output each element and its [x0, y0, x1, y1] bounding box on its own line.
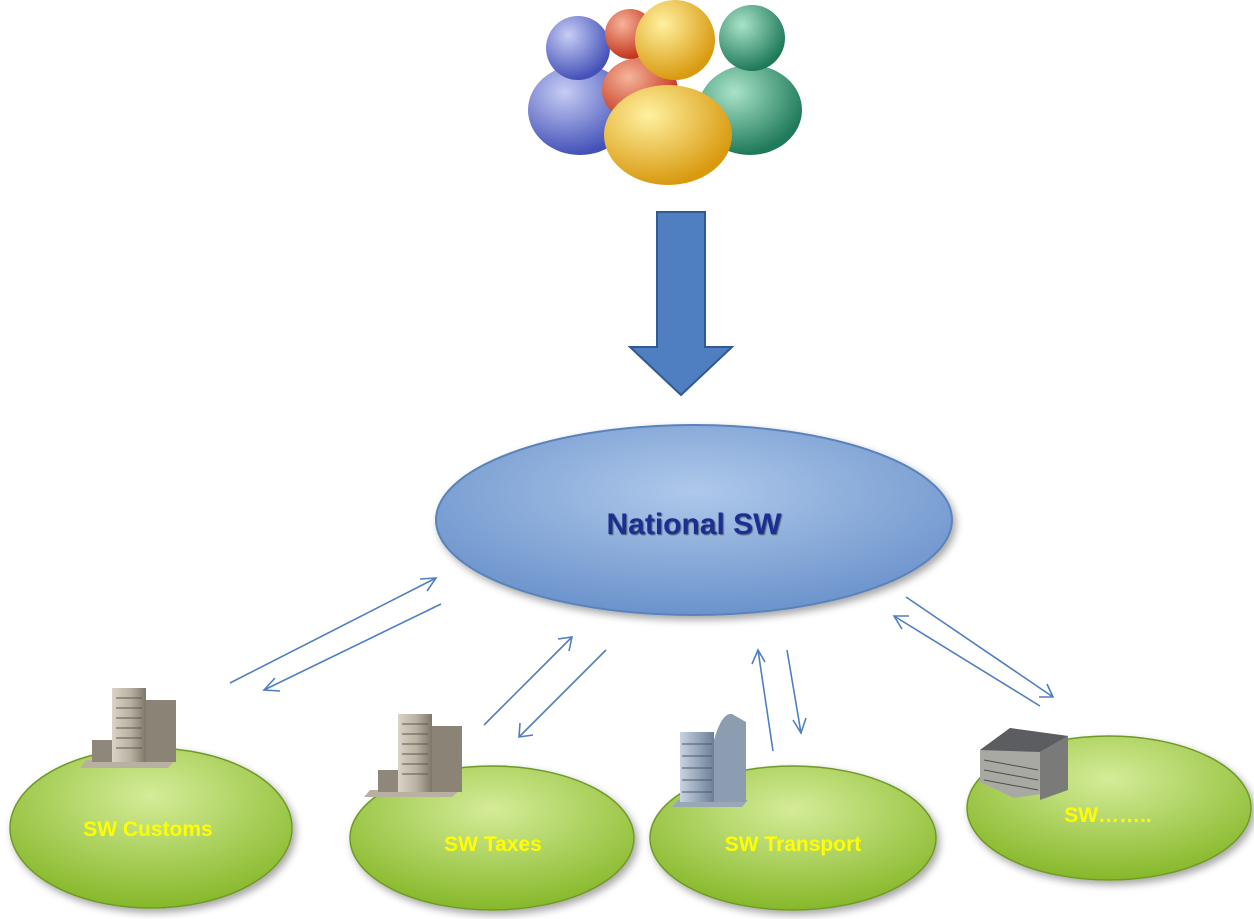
node-sw-other: SW…….. — [966, 728, 1252, 881]
transport-link-arrows — [751, 648, 807, 752]
taxes-link-arrows — [483, 636, 607, 738]
hub-label: National SW — [606, 508, 782, 541]
other-link-arrows — [892, 596, 1055, 707]
office-tower-icon — [364, 714, 462, 797]
node-label: SW Taxes — [444, 833, 542, 856]
user-yellow-icon — [604, 0, 732, 185]
office-tower-icon — [80, 688, 176, 768]
node-label: SW Customs — [83, 818, 213, 841]
users-group-icon — [528, 0, 802, 185]
down-arrow-icon — [627, 211, 735, 397]
glass-tower-icon — [672, 713, 748, 807]
node-sw-taxes: SW Taxes — [349, 714, 635, 911]
national-sw-hub: National SW — [435, 424, 953, 616]
node-sw-customs: SW Customs — [9, 688, 293, 909]
node-sw-transport: SW Transport — [649, 713, 937, 911]
link-arrows — [229, 577, 1055, 752]
node-label: SW…….. — [1064, 804, 1152, 827]
node-label: SW Transport — [725, 833, 862, 856]
customs-link-arrows — [229, 577, 442, 692]
office-block-icon — [980, 728, 1068, 800]
